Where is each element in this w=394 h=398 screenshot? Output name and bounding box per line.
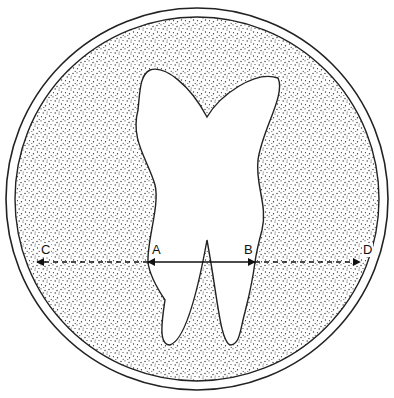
- width-arrow: [148, 261, 255, 262]
- dashed-arrow: [255, 261, 360, 262]
- point-letter: A: [151, 243, 162, 257]
- outer-membrane: [6, 8, 388, 390]
- point-letter: D: [362, 243, 373, 257]
- point-letter: B: [243, 243, 254, 257]
- white-matter: [15, 17, 379, 381]
- point-letter: C: [40, 243, 51, 257]
- gray-matter: [136, 69, 280, 345]
- dashed-arrow: [37, 261, 148, 262]
